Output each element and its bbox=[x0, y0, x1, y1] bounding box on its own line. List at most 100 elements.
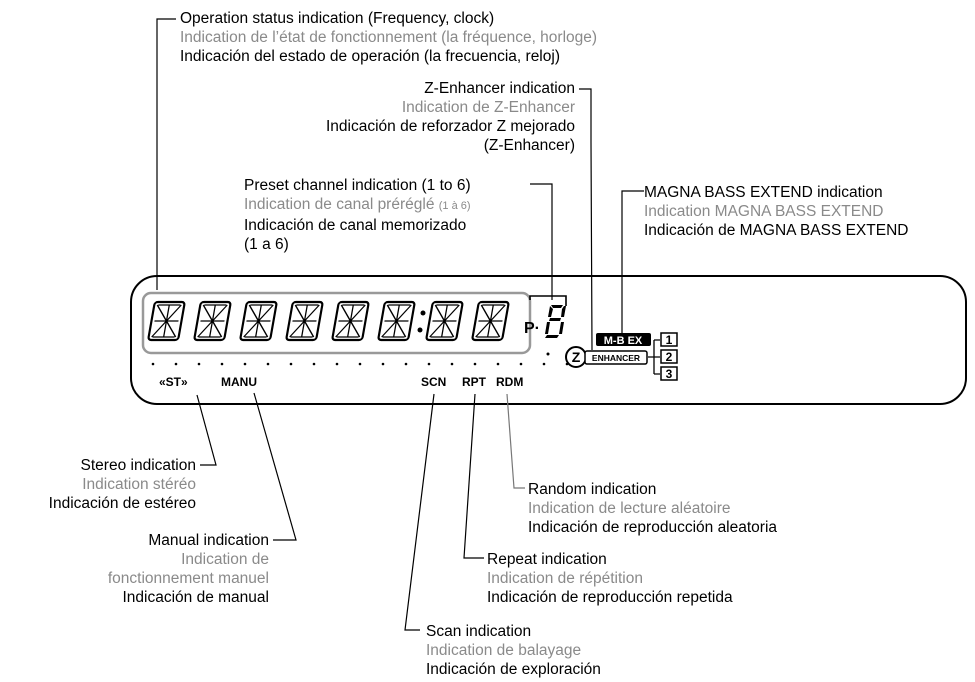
label-operation-fr: Indication de l’état de fonctionnement (… bbox=[180, 29, 598, 46]
segment-character bbox=[285, 300, 324, 342]
label-z-enhancer: Z-Enhancer indication Indication de Z-En… bbox=[326, 79, 575, 155]
label-preset-fr-small: (1 à 6) bbox=[438, 200, 471, 212]
indicator-dot bbox=[243, 362, 247, 366]
label-random-fr: Indication de lecture aléatoire bbox=[528, 500, 731, 517]
segment-character bbox=[331, 300, 370, 342]
label-magna-es: Indicación de MAGNA BASS EXTEND bbox=[644, 222, 909, 239]
label-repeat-fr: Indication de répétition bbox=[487, 570, 643, 587]
level-2-text: 2 bbox=[666, 350, 673, 364]
character-window bbox=[141, 291, 532, 355]
leader-stereo bbox=[196, 394, 217, 466]
label-manual-fr2: fonctionnement manuel bbox=[107, 570, 269, 587]
leader-z-enhancer bbox=[579, 88, 593, 351]
leader-repeat bbox=[463, 393, 484, 559]
label-manual: Manual indication Indication de fonction… bbox=[108, 531, 269, 607]
label-z-enhancer-es1: Indicación de reforzador Z mejorado bbox=[326, 118, 575, 135]
indicator-dot bbox=[358, 362, 362, 366]
preset-prefix: P· bbox=[524, 320, 540, 337]
segment-character bbox=[425, 300, 464, 342]
label-magna-fr: Indication MAGNA BASS EXTEND bbox=[644, 203, 884, 220]
indicator-dot bbox=[496, 362, 500, 366]
label-scan-fr: Indication de balayage bbox=[426, 642, 582, 659]
label-preset-es1: Indicación de canal memorizado bbox=[244, 217, 467, 234]
label-preset: Preset channel indication (1 to 6) Indic… bbox=[244, 176, 471, 254]
indicator-dot bbox=[289, 362, 293, 366]
label-repeat: Repeat indication Indication de répétiti… bbox=[487, 550, 733, 607]
label-manual-en: Manual indication bbox=[148, 532, 269, 549]
label-repeat-en: Repeat indication bbox=[487, 551, 607, 568]
level-1-text: 1 bbox=[666, 333, 673, 347]
label-operation-en: Operation status indication (Frequency, … bbox=[180, 10, 495, 27]
scn-indicator: SCN bbox=[421, 375, 446, 389]
label-z-enhancer-fr: Indication de Z-Enhancer bbox=[401, 99, 575, 116]
label-magna: MAGNA BASS EXTEND indication Indication … bbox=[644, 183, 908, 240]
clock-colon-top bbox=[420, 310, 426, 316]
indicator-dots bbox=[151, 352, 569, 366]
label-preset-fr-line: Indication de canal préréglé (1 à 6) bbox=[244, 195, 471, 216]
leader-random bbox=[506, 393, 525, 489]
segment-character bbox=[471, 300, 510, 342]
rpt-indicator: RPT bbox=[462, 375, 487, 389]
leader-operation bbox=[156, 18, 176, 290]
mbex-text: M-B EX bbox=[604, 335, 643, 347]
indicator-dot bbox=[266, 362, 270, 366]
segment-character bbox=[147, 300, 186, 342]
label-z-enhancer-es2: (Z-Enhancer) bbox=[483, 137, 575, 154]
label-stereo-es: Indicación de estéreo bbox=[48, 495, 196, 512]
label-preset-en: Preset channel indication (1 to 6) bbox=[244, 177, 471, 194]
indicator-dot bbox=[335, 362, 339, 366]
label-manual-es: Indicación de manual bbox=[122, 589, 270, 606]
label-preset-es2: (1 a 6) bbox=[244, 236, 289, 253]
label-repeat-es: Indicación de reproducción repetida bbox=[487, 589, 733, 606]
label-manual-fr1: Indication de bbox=[181, 551, 269, 568]
manu-indicator: MANU bbox=[221, 375, 257, 389]
stereo-indicator: «ST» bbox=[159, 375, 188, 389]
label-z-enhancer-en: Z-Enhancer indication bbox=[424, 80, 575, 97]
indicator-dot bbox=[381, 362, 385, 366]
indicator-dot bbox=[151, 362, 155, 366]
leader-scan bbox=[404, 393, 435, 631]
label-scan-es: Indicación de exploración bbox=[426, 661, 601, 678]
clock-colon-bottom bbox=[417, 327, 423, 333]
leader-preset bbox=[530, 183, 553, 300]
label-random: Random indication Indication de lecture … bbox=[528, 480, 777, 537]
label-scan-en: Scan indication bbox=[426, 623, 532, 640]
label-random-es: Indicación de reproducción aleatoria bbox=[528, 519, 778, 536]
rdm-indicator: RDM bbox=[496, 375, 523, 389]
level-3-box bbox=[660, 366, 678, 381]
preset-digit-icon bbox=[545, 305, 566, 338]
level-2-box bbox=[660, 349, 678, 364]
leader-manual bbox=[253, 392, 297, 541]
indicator-dot bbox=[542, 362, 546, 366]
segment-character bbox=[193, 300, 232, 342]
level-bracket bbox=[648, 339, 660, 375]
label-stereo: Stereo indication Indication stéréo Indi… bbox=[49, 456, 196, 513]
level-3-text: 3 bbox=[666, 367, 673, 381]
indicator-dot bbox=[473, 362, 477, 366]
indicator-dot bbox=[546, 352, 550, 356]
preset-bracket bbox=[529, 295, 567, 306]
label-operation-es: Indicación del estado de operación (la f… bbox=[180, 48, 560, 65]
level-1-box bbox=[660, 332, 678, 347]
indicator-dot bbox=[197, 362, 201, 366]
label-stereo-en: Stereo indication bbox=[80, 457, 196, 474]
label-random-en: Random indication bbox=[528, 481, 657, 498]
indicator-dot bbox=[312, 362, 316, 366]
indicator-dot bbox=[174, 362, 178, 366]
mbex-badge bbox=[596, 333, 651, 346]
label-preset-fr: Indication de canal préréglé bbox=[244, 196, 435, 213]
indicator-dot bbox=[404, 362, 408, 366]
segment-character bbox=[377, 300, 416, 342]
label-stereo-fr: Indication stéréo bbox=[82, 476, 196, 493]
leader-magna bbox=[621, 190, 644, 333]
indicator-dot bbox=[450, 362, 454, 366]
indicator-dot bbox=[519, 362, 523, 366]
label-operation: Operation status indication (Frequency, … bbox=[180, 9, 597, 66]
enhancer-text: ENHANCER bbox=[592, 353, 640, 363]
label-magna-en: MAGNA BASS EXTEND indication bbox=[644, 184, 883, 201]
enhancer-badge bbox=[584, 350, 648, 365]
fourteen-segment-characters bbox=[147, 300, 510, 342]
label-scan: Scan indication Indication de balayage I… bbox=[426, 622, 601, 679]
z-letter: Z bbox=[572, 349, 581, 365]
